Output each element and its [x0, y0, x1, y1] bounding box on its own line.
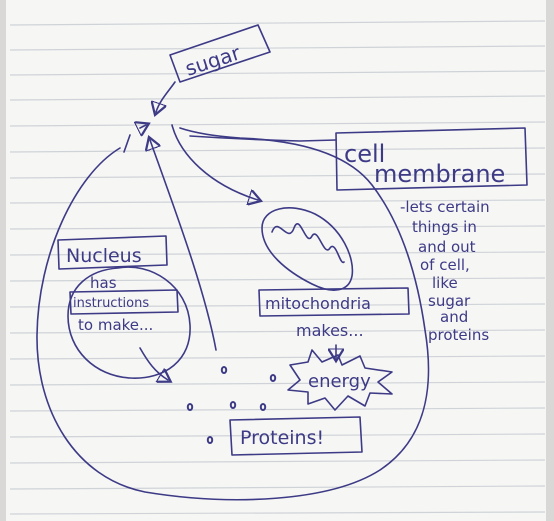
mitochondrion-icon — [261, 207, 354, 291]
cell-membrane-box — [335, 127, 528, 191]
makes-label: makes... — [296, 321, 364, 340]
membrane-note-line: and — [440, 308, 468, 326]
protein-dot — [229, 401, 237, 409]
nucleus-note-line: has — [90, 274, 117, 292]
proteins-label: Proteins! — [240, 427, 324, 449]
membrane-note-line: things in — [412, 218, 477, 236]
cell-membrane-pointer — [189, 135, 337, 142]
protein-export-line — [150, 140, 217, 351]
protein-dot — [269, 374, 277, 382]
membrane-gap-line — [123, 134, 131, 153]
membrane-note-line: sugar — [428, 292, 471, 310]
protein-dots — [186, 366, 277, 444]
proteins-box — [229, 416, 363, 456]
sugar-box — [169, 24, 271, 83]
nucleus-label: Nucleus — [66, 245, 142, 267]
sugar-entry-arrow — [140, 125, 146, 128]
sugar-arrow — [156, 81, 176, 112]
membrane-note-line: proteins — [428, 326, 489, 344]
membrane-note-line: of cell, — [420, 256, 470, 274]
energy-starburst — [287, 349, 393, 411]
cell-membrane-label-line1: cell — [344, 140, 385, 168]
nucleus-arrow — [139, 347, 168, 380]
mitochondria-label: mitochondria — [265, 294, 371, 313]
membrane-note: -lets certain things in and out of cell,… — [400, 198, 490, 344]
membrane-note-line: and out — [418, 238, 476, 256]
protein-dot — [206, 436, 214, 444]
ruled-lines — [9, 20, 546, 515]
nucleus-note-line: to make... — [78, 316, 153, 334]
nucleus-outline — [67, 266, 191, 379]
instructions-box — [69, 289, 179, 315]
cell-membrane-outline — [36, 127, 430, 501]
membrane-note-line: -lets certain — [400, 198, 490, 216]
notebook-paper — [6, 0, 546, 521]
protein-dot — [186, 403, 194, 411]
nucleus-note-line: instructions — [73, 296, 149, 311]
energy-label: energy — [308, 371, 371, 392]
protein-dot — [220, 366, 228, 374]
nucleus-label-box — [57, 235, 168, 270]
membrane-note-line: like — [432, 274, 458, 292]
mitochondrion-cristae — [271, 223, 345, 264]
mitochondria-box — [258, 287, 410, 317]
protein-dot — [259, 403, 267, 411]
to-mitochondria-arrow — [171, 124, 258, 200]
cell-membrane-label-line2: membrane — [374, 160, 505, 188]
